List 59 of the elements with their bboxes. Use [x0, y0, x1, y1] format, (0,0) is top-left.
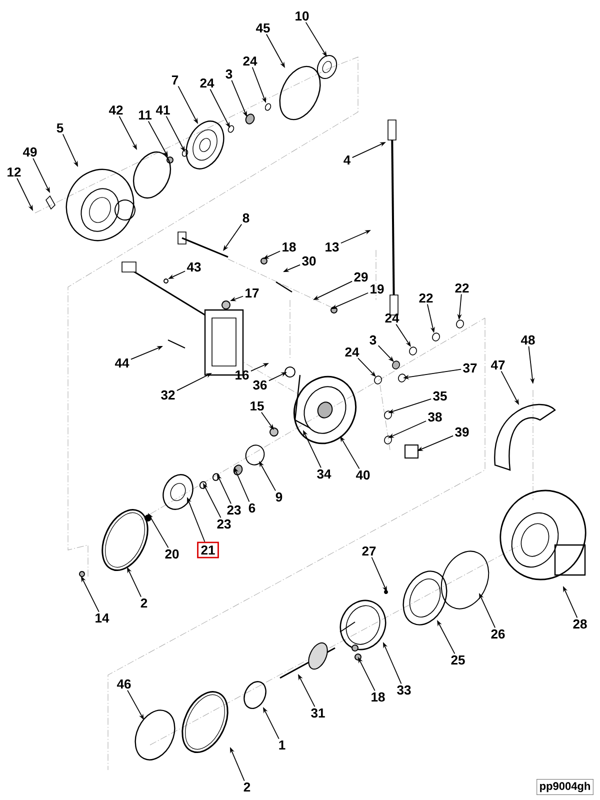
callout-number: 10 [296, 11, 309, 21]
callout-number: 20 [165, 549, 179, 559]
callout-number: 1 [279, 740, 286, 750]
callout-number: 37 [463, 363, 477, 373]
callout-number: 35 [433, 391, 447, 401]
callout-number: 32 [161, 390, 175, 400]
callout-number: 17 [246, 288, 259, 298]
leader-line [378, 345, 394, 362]
callout-number: 13 [326, 242, 339, 252]
callout-number: 30 [302, 256, 316, 266]
callout-number: 2 [140, 598, 148, 608]
callout-number: 46 [116, 679, 131, 689]
callout-number: 22 [455, 283, 469, 293]
callout-number: 14 [96, 614, 110, 622]
callout-number: 6 [248, 503, 256, 513]
callout-number: 2 [244, 782, 250, 792]
callout-number: 24 [200, 78, 214, 88]
callout-number: 48 [520, 335, 535, 345]
callout-number: 41 [156, 106, 170, 114]
callout-number: 49 [22, 147, 37, 157]
callout-number: 9 [276, 492, 282, 502]
callout-number: 23 [227, 505, 241, 515]
callout-number: 31 [311, 708, 325, 718]
callout-number: 34 [317, 469, 332, 479]
callout-number: 33 [397, 685, 411, 695]
callout-number: 15 [250, 401, 264, 411]
callout-number: 40 [356, 470, 370, 480]
callout-number: 24 [243, 56, 258, 66]
leader-line [358, 358, 376, 377]
callout-number: 11 [138, 110, 152, 120]
callout-number: 39 [455, 427, 469, 437]
callout-number: 3 [226, 69, 232, 79]
callout-number: 3 [370, 335, 376, 345]
callout-number: 29 [354, 272, 368, 282]
figure-code-box: pp9004gh [536, 779, 594, 795]
callout-number: 42 [108, 105, 123, 115]
callout-number: 36 [253, 380, 267, 390]
callout-number: 5 [56, 123, 64, 133]
callout-number: 12 [8, 167, 21, 177]
callout-number: 19 [370, 284, 384, 294]
callout-number: 23 [217, 519, 231, 529]
callout-number: 8 [242, 213, 250, 223]
callout-number: 43 [186, 262, 201, 272]
callout-number: 18 [282, 242, 296, 252]
callout-number: 26 [491, 629, 505, 639]
callout-number: 45 [256, 23, 270, 33]
callout-number: 18 [372, 692, 385, 702]
callout-number: 4 [344, 156, 351, 164]
callout-number: 47 [490, 360, 505, 370]
highlighted-callout-number: 21 [197, 542, 219, 558]
callout-number: 38 [428, 412, 442, 422]
callout-number: 24 [345, 347, 360, 357]
callout-number: 25 [451, 655, 465, 665]
callout-number: 28 [573, 619, 587, 629]
callout-number: 22 [419, 293, 433, 303]
callout-number: 24 [385, 313, 400, 323]
callout-number: 7 [172, 76, 178, 84]
callout-number: 44 [114, 358, 130, 368]
callout-number: 27 [362, 546, 376, 556]
